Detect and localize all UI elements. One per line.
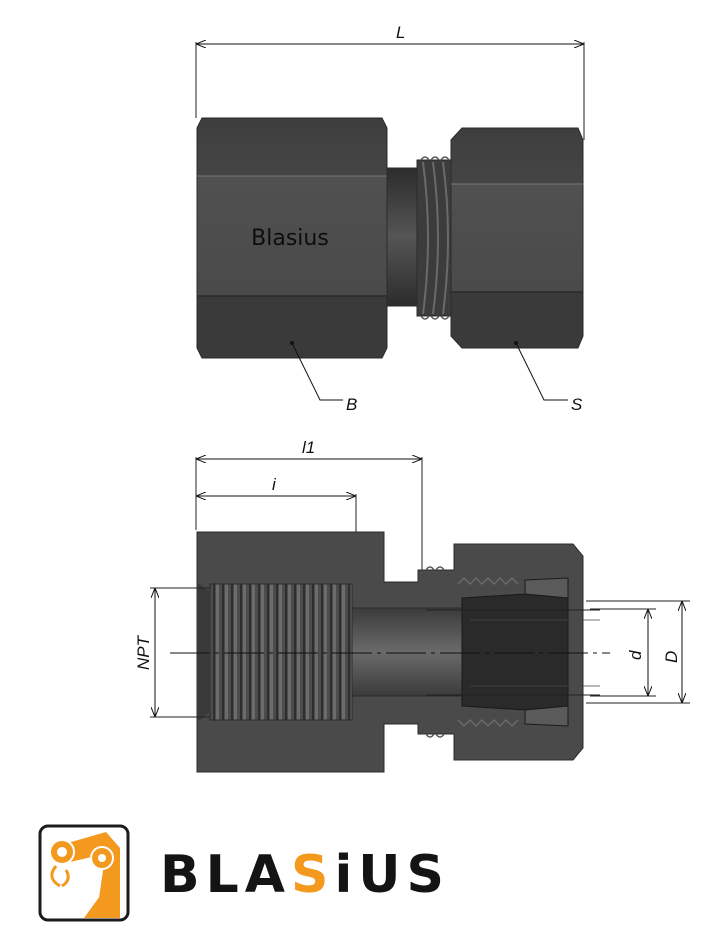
- blasius-logo: BLASiUS: [38, 824, 450, 922]
- dim-l1-label: l1: [302, 438, 315, 457]
- callout-s-label: S: [571, 395, 583, 414]
- logo-wordmark: BLASiUS: [160, 845, 450, 905]
- callout-b-label: B: [346, 395, 357, 414]
- dim-l-label: L: [396, 23, 405, 42]
- body-hex: Blasius: [196, 117, 388, 359]
- callout-b-leader: [291, 342, 343, 401]
- nut-hex: [450, 127, 584, 349]
- callout-s-leader: [515, 342, 568, 401]
- dim-i-label: i: [272, 475, 277, 494]
- dim-D-label: D: [662, 651, 681, 663]
- dim-npt-label: NPT: [134, 634, 153, 670]
- robot-arm-icon: [38, 824, 130, 922]
- ferrule: [461, 593, 569, 711]
- top-view: L Blasius B: [195, 23, 585, 414]
- body-marking: Blasius: [251, 226, 329, 251]
- through-bore: [351, 607, 471, 697]
- body-neck: [386, 167, 418, 307]
- npt-thread-bore: [209, 583, 353, 721]
- section-view: l1 i NPT: [134, 438, 690, 773]
- thread-section: [416, 156, 452, 320]
- dim-d-label: d: [626, 650, 645, 660]
